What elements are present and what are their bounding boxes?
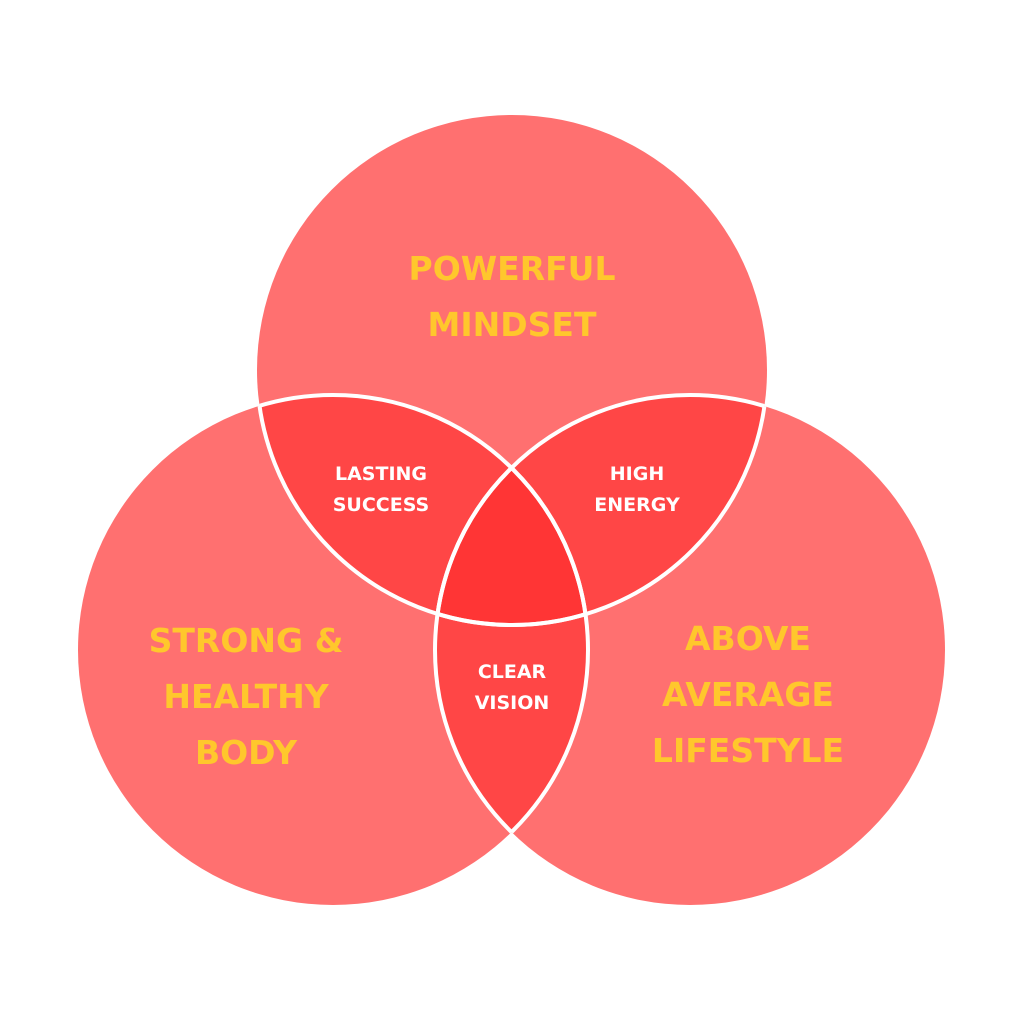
label-clear: CLEAR <box>478 661 547 683</box>
label-above: ABOVE <box>685 619 811 658</box>
label-lifestyle: LIFESTYLE <box>652 731 844 770</box>
label-body: BODY <box>195 733 298 772</box>
label-lasting: LASTING <box>335 463 427 485</box>
label-powerful: POWERFUL <box>409 249 616 288</box>
label-healthy: HEALTHY <box>163 677 329 716</box>
label-high: HIGH <box>610 463 664 485</box>
label-average: AVERAGE <box>662 675 834 714</box>
label-strong: STRONG & <box>149 621 344 660</box>
overlap-lasting-success <box>257 395 588 625</box>
label-success: SUCCESS <box>333 494 430 516</box>
overlap-high-energy <box>435 395 767 625</box>
label-vision: VISION <box>475 692 550 714</box>
label-energy: ENERGY <box>594 494 680 516</box>
label-mindset: MINDSET <box>428 305 597 344</box>
